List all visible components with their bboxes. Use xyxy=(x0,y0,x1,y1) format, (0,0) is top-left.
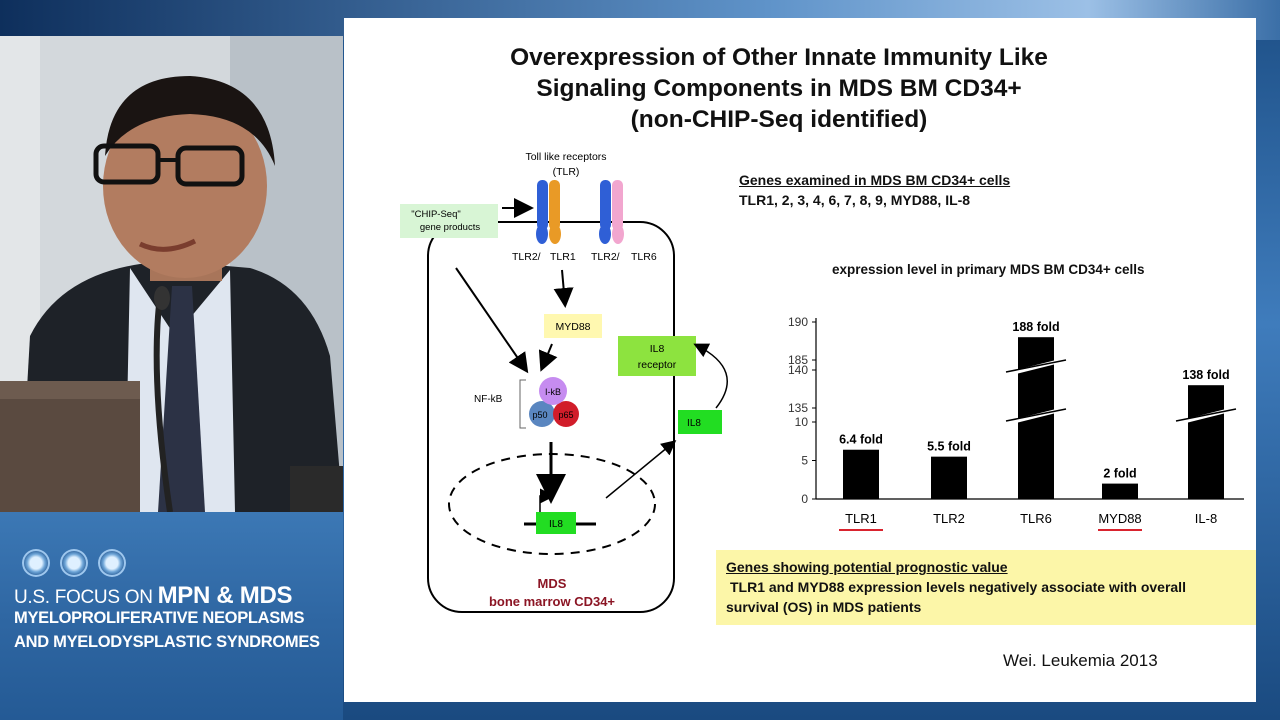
p50-label: p50 xyxy=(532,410,547,420)
x-tick-label: TLR6 xyxy=(1020,511,1052,526)
prognostic-heading: Genes showing potential prognostic value xyxy=(726,559,1008,575)
arrow-secreted-to-receptor xyxy=(693,343,728,409)
y-tick-label: 135 xyxy=(788,401,808,415)
title-line-2: Signaling Components in MDS BM CD34+ xyxy=(536,75,1022,102)
y-tick-label: 10 xyxy=(795,415,809,429)
nfkb-label: NF-kB xyxy=(474,394,503,405)
presentation-slide: Overexpression of Other Innate Immunity … xyxy=(344,18,1256,702)
il8-receptor-box xyxy=(618,336,696,376)
genes-list: TLR1, 2, 3, 4, 6, 7, 8, 9, MYD88, IL-8 xyxy=(739,192,971,208)
pathway-diagram: Toll like receptors (TLR) TLR2/ TLR1 TLR… xyxy=(400,151,728,613)
il8-secreted-label: IL8 xyxy=(687,418,701,429)
y-tick-label: 5 xyxy=(801,454,808,468)
tlr2-tlr6-receptor xyxy=(599,180,624,244)
p65-subunit xyxy=(553,401,579,427)
speaker-image xyxy=(0,36,343,512)
axis-break-mark xyxy=(1005,408,1067,422)
il8-secreted-box xyxy=(678,410,722,434)
p65-label: p65 xyxy=(558,410,573,420)
brand-title: U.S. FOCUS ON MPN & MDS xyxy=(14,582,293,609)
il8-gene-box xyxy=(536,512,576,534)
cell-sublabel: bone marrow CD34+ xyxy=(489,594,615,609)
slide-title: Overexpression of Other Innate Immunity … xyxy=(464,42,1094,135)
il8-receptor-sublabel: receptor xyxy=(638,359,677,371)
tlr2-tlr1-receptor xyxy=(536,180,561,244)
chart-title: expression level in primary MDS BM CD34+… xyxy=(832,262,1145,277)
data-label: 188 fold xyxy=(1012,320,1059,334)
chip-seq-sublabel: gene products xyxy=(420,222,480,233)
axis-break-mark xyxy=(1175,408,1237,422)
axis-break-mark xyxy=(1005,359,1067,373)
ikb-label: I-kB xyxy=(545,387,561,397)
chip-seq-box xyxy=(400,204,498,238)
arrow-gene-to-secreted xyxy=(605,440,677,499)
bar-myd88 xyxy=(1102,483,1138,499)
y-tick-label: 190 xyxy=(788,315,808,329)
speaker-video xyxy=(0,36,343,512)
x-tick-label: TLR2 xyxy=(933,511,965,526)
logo-ring-icon xyxy=(22,549,50,577)
bar-tlr2 xyxy=(931,456,967,499)
brand-subtitle-1: MYELOPROLIFERATIVE NEOPLASMS xyxy=(14,609,305,627)
toll-label-abbrev: (TLR) xyxy=(553,166,580,178)
arrow-to-myd88 xyxy=(553,269,574,308)
logo-ring-icon xyxy=(98,549,126,577)
x-tick-label: MYD88 xyxy=(1098,511,1141,526)
prognostic-box: Genes showing potential prognostic value… xyxy=(716,550,1256,625)
citation: Wei. Leukemia 2013 xyxy=(1003,651,1158,670)
cell-label: MDS xyxy=(538,576,567,591)
bar-tlr1 xyxy=(843,449,879,499)
arrow-myd88-to-nfkb xyxy=(538,343,558,372)
data-label: 5.5 fold xyxy=(927,440,971,454)
arrow-chip-to-nfkb xyxy=(455,267,529,374)
brand-subtitle-2: AND MYELODYSPLASTIC SYNDROMES xyxy=(14,633,320,651)
chip-seq-label: "CHIP-Seq" xyxy=(411,209,461,220)
receptor-label-tlr1: TLR1 xyxy=(550,251,576,263)
receptor-label-tlr2b: TLR2/ xyxy=(591,251,620,263)
logo-ring-icon xyxy=(60,549,88,577)
data-label: 138 fold xyxy=(1182,368,1229,382)
title-line-3: (non-CHIP-Seq identified) xyxy=(630,106,928,133)
y-tick-label: 140 xyxy=(788,363,808,377)
genes-heading: Genes examined in MDS BM CD34+ cells xyxy=(739,172,1011,188)
x-tick-label: TLR1 xyxy=(845,511,877,526)
conference-branding: U.S. FOCUS ON MPN & MDS MYELOPROLIFERATI… xyxy=(0,512,343,720)
receptor-label-tlr2a: TLR2/ xyxy=(512,251,541,263)
receptor-label-tlr6: TLR6 xyxy=(631,251,657,263)
title-line-1: Overexpression of Other Innate Immunity … xyxy=(510,44,1048,71)
bar-il-8 xyxy=(1188,385,1224,499)
x-tick-label: IL-8 xyxy=(1195,511,1217,526)
data-label: 6.4 fold xyxy=(839,433,883,447)
p50-subunit xyxy=(529,401,555,427)
il8-receptor-label: IL8 xyxy=(650,343,665,355)
y-tick-label: 185 xyxy=(788,353,808,367)
il8-gene-label: IL8 xyxy=(549,519,563,530)
myd88-label: MYD88 xyxy=(555,321,590,333)
y-tick-label: 0 xyxy=(801,492,808,506)
ikb-subunit xyxy=(539,377,567,405)
toll-label: Toll like receptors xyxy=(525,151,606,163)
myd88-box xyxy=(544,314,602,338)
prognostic-line-2: survival (OS) in MDS patients xyxy=(726,599,922,615)
prognostic-line-1: TLR1 and MYD88 expression levels negativ… xyxy=(730,579,1186,595)
logo-rings xyxy=(22,549,126,577)
data-label: 2 fold xyxy=(1103,467,1136,481)
nfkb-bracket xyxy=(519,379,526,429)
